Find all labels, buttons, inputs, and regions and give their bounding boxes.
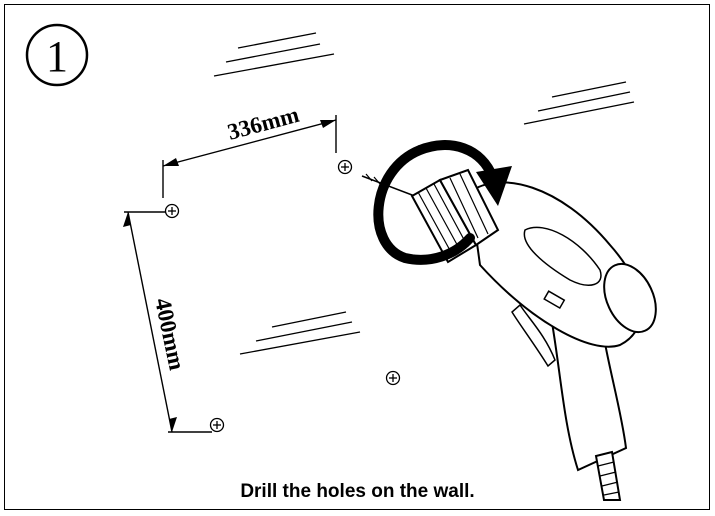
instruction-caption: Drill the holes on the wall. [240,481,475,502]
hole-marker-bottom-right [385,370,401,386]
hole-marker-top-right [337,159,353,175]
width-dimension [162,115,337,198]
height-dimension [123,211,212,433]
hole-marker-top-left [164,203,180,219]
rotation-arrow-icon [373,140,512,265]
step-badge: 1 [25,23,89,87]
height-dimension-label: 400mm [150,296,190,372]
width-dimension-label: 336mm [225,102,302,145]
power-drill-icon [361,168,657,501]
hole-marker-bottom-left [209,417,225,433]
mounting-holes [164,159,401,433]
step-number: 1 [46,32,68,81]
wall-texture-lines [213,32,635,355]
